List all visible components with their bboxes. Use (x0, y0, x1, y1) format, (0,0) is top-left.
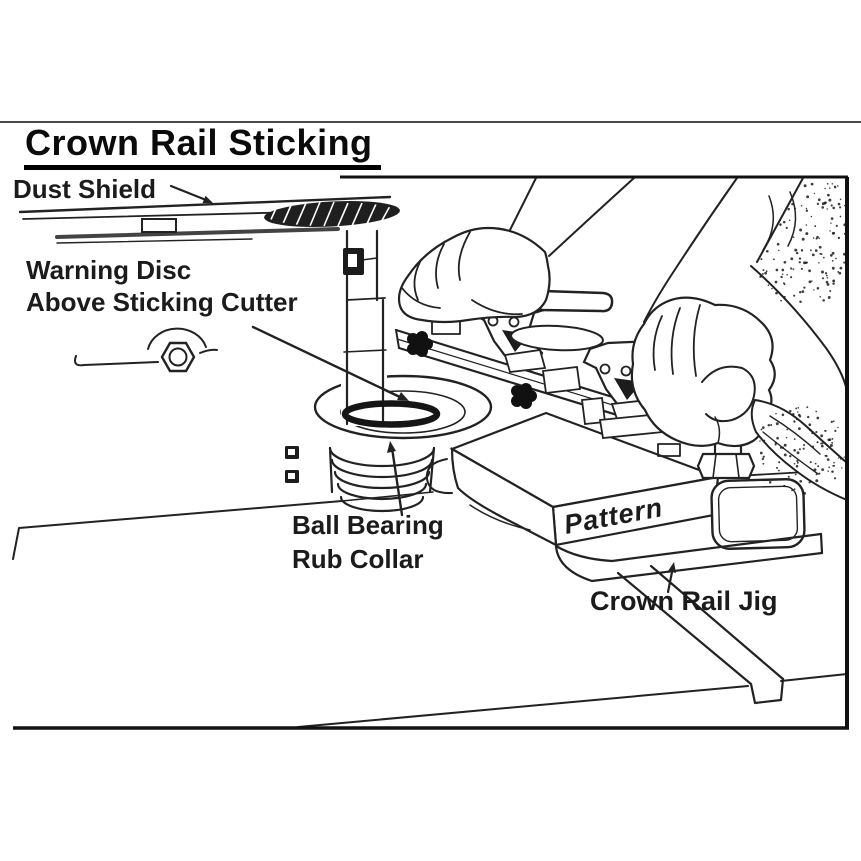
fence-block (141, 218, 177, 233)
warning-disc (341, 400, 441, 428)
label-warning-disc-line1: Warning Disc (26, 255, 191, 285)
callout-arrows (251, 325, 676, 594)
operator-sleeve-right (643, 177, 848, 392)
warning-disc-arrow (251, 325, 404, 400)
hex-nut-symbol (160, 341, 196, 373)
label-dust-shield: Dust Shield (13, 174, 156, 204)
dust-shield-arrow (169, 184, 208, 202)
label-crown-rail-jig: Crown Rail Jig (590, 586, 778, 616)
operator-hand-left (397, 226, 551, 324)
label-ball-bearing-line1: Ball Bearing (292, 510, 444, 540)
pattern-board (449, 411, 723, 547)
spindle-and-rub-collar (285, 229, 493, 513)
jig-body (710, 478, 806, 550)
star-knob-left (407, 331, 433, 357)
ball-bearing-arrow (390, 446, 404, 517)
warning-disc-symbol (74, 327, 218, 373)
page-top-rule (0, 121, 861, 123)
clamp-pad (510, 324, 604, 352)
label-warning-disc-line2: Above Sticking Cutter (26, 287, 298, 317)
cutter-cover-hatched (264, 201, 400, 227)
figure-frame (13, 175, 849, 730)
crown-rail-stock (616, 564, 785, 705)
rub-collar-stack (328, 446, 436, 513)
sleeve-stipple-lower (759, 406, 845, 495)
crown-rail-jig-plate (554, 471, 824, 583)
jig-hex-nut (696, 452, 756, 480)
star-knob-right (511, 383, 537, 409)
sleeve-cuff-lower (750, 398, 848, 502)
dust-shield-drawing (18, 184, 400, 244)
sleeve-stipple-upper (759, 182, 847, 304)
page-title: Crown Rail Sticking (24, 122, 381, 170)
label-ball-bearing-line2: Rub Collar (292, 544, 423, 574)
